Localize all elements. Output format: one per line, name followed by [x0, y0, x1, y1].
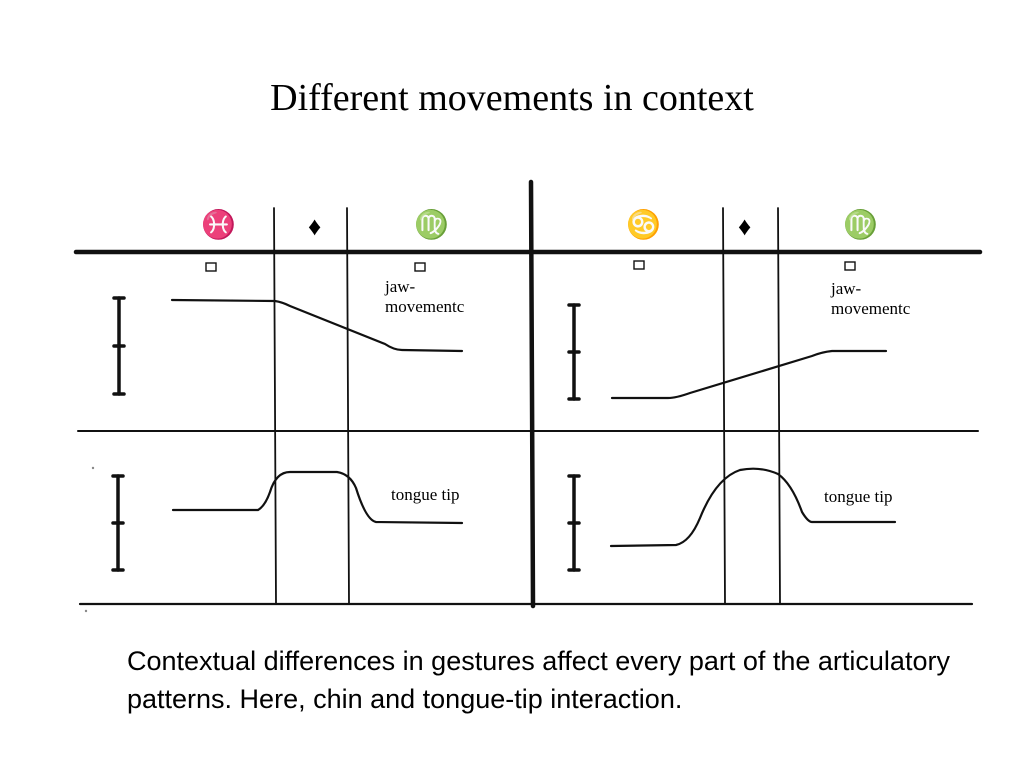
marker-square [844, 261, 856, 271]
symbol-left-1: ♓ [201, 210, 236, 241]
scale-bar-right-tongue [567, 474, 581, 572]
left-boundary-line-1 [273, 207, 277, 605]
marker-square [414, 262, 426, 272]
symbol-left-3: ♍ [414, 210, 449, 241]
slide-caption: Contextual differences in gestures affec… [127, 646, 950, 714]
scan-speck [91, 466, 95, 470]
right-boundary-line-1 [722, 207, 726, 605]
scan-speck [84, 609, 88, 613]
right-tongue-curve [609, 467, 897, 548]
symbol-left-2: ♦ [308, 212, 322, 241]
scale-bar-left-tongue [111, 474, 125, 572]
scale-bar-left-jaw [112, 296, 126, 396]
right-boundary-line-2 [777, 207, 781, 605]
left-boundary-line-2 [346, 207, 350, 605]
left-jaw-curve [170, 298, 464, 353]
marker-square [205, 262, 217, 272]
articulation-diagram [73, 179, 983, 613]
slide-title: Different movements in context [270, 77, 754, 119]
center-divider-line [528, 179, 536, 609]
symbol-right-1: ♋ [626, 210, 661, 241]
symbol-right-2: ♦ [738, 212, 752, 241]
marker-square [633, 260, 645, 270]
left-tongue-curve [171, 470, 464, 525]
symbol-right-3: ♍ [843, 210, 878, 241]
left-jaw-label: jaw- movementc [385, 277, 465, 316]
left-tongue-label: tongue tip [391, 485, 460, 504]
scale-bar-right-jaw [567, 303, 581, 401]
right-jaw-curve [610, 349, 888, 400]
right-tongue-label: tongue tip [824, 487, 893, 506]
right-jaw-label: jaw- movementc [831, 279, 911, 318]
